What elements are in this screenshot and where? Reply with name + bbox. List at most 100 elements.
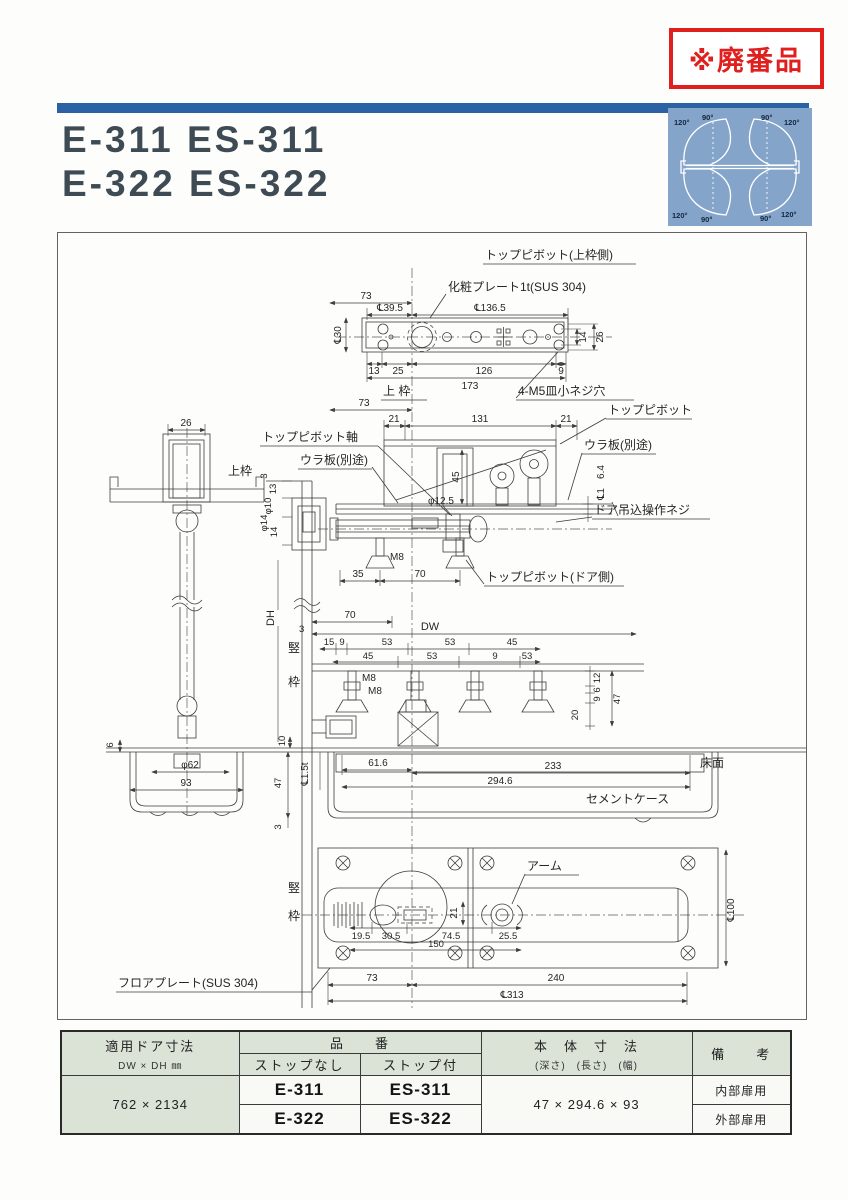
- dim-53-b: 53: [445, 637, 456, 648]
- top-frame-label: 上枠: [228, 464, 252, 478]
- discontinued-badge-text: ※廃番品: [688, 46, 804, 76]
- dim-21: 21: [449, 907, 460, 919]
- angle-label: 120°: [674, 118, 690, 127]
- dim-73: 73: [358, 398, 370, 409]
- door-swing-diagram: 120° 90° 90° 120° 120° 90° 90° 120°: [668, 108, 812, 226]
- dim-9: 9: [558, 366, 564, 377]
- spring-coil: [333, 902, 363, 928]
- header-with-stop: ストップ付: [359, 1053, 482, 1076]
- angle-label: 120°: [672, 211, 688, 220]
- swing-diagram-bg: [668, 108, 812, 226]
- dim-53-c: 53: [427, 651, 438, 662]
- dim-39-5: ℄39.5: [376, 303, 403, 314]
- door-screw-callout: ドア吊込操作ネジ: [594, 502, 690, 517]
- centerlines: [186, 268, 745, 1008]
- dim-cl1: ℄1: [596, 488, 607, 501]
- accent-bar: [57, 103, 809, 113]
- dim-126: 126: [476, 366, 493, 377]
- pivot-shaft-callout: トップピボット軸: [262, 430, 358, 444]
- dim-phi10: φ10: [263, 498, 274, 515]
- body-size-sub-label: (深さ) (長さ) (幅): [535, 1060, 638, 1072]
- dim-26: 26: [180, 418, 192, 429]
- jamb-label-tate: 竪: [288, 881, 300, 895]
- discontinued-badge: ※廃番品: [668, 28, 824, 89]
- dim-cl15t: ℄1.5t: [300, 762, 311, 786]
- dim-70: 70: [344, 610, 356, 621]
- dim-9-right: 9: [592, 696, 603, 701]
- dim-25: 25: [392, 366, 404, 377]
- dim-15: 15: [324, 637, 335, 648]
- dw-label: DW: [421, 621, 440, 633]
- dim-47: 47: [273, 778, 284, 789]
- drawing-border: [57, 232, 807, 1020]
- dim-phi62: φ62: [181, 760, 199, 771]
- dim-cl313: ℄313: [499, 990, 524, 1001]
- top-frame-label: 上 枠: [383, 384, 410, 398]
- dim-3: 3: [273, 824, 284, 829]
- dim-14: 14: [578, 331, 589, 343]
- dim-240: 240: [548, 973, 565, 984]
- remark-cell: 内部扉用: [691, 1075, 792, 1105]
- top-pivot-callout: トップピボット: [608, 403, 692, 417]
- swing-arcs: [680, 118, 800, 216]
- dim-6: 6: [105, 742, 116, 747]
- header-product-no: 品 番: [238, 1030, 482, 1054]
- title-line-2: E-322 ES-322: [62, 163, 331, 204]
- cement-case-label: セメントケース: [586, 792, 669, 806]
- door-size-value: 762 × 2134: [60, 1075, 240, 1135]
- dim-53-a: 53: [382, 637, 393, 648]
- dim-3: 3: [299, 624, 304, 635]
- dim-74-5: 74.5: [442, 931, 461, 942]
- top-view-holes: [377, 322, 565, 352]
- angle-label: 90°: [701, 215, 712, 224]
- dim-30-5: 30.5: [382, 931, 401, 942]
- screw-holes-callout: 4-M5皿小ネジ穴: [518, 383, 605, 398]
- header-remarks: 備 考: [691, 1030, 792, 1076]
- arm-callout: アーム: [527, 859, 562, 873]
- dim-12: 12: [592, 673, 603, 684]
- dim-6: 6: [592, 687, 603, 692]
- floor-plate-callout: フロアプレート(SUS 304): [118, 976, 258, 990]
- angle-label: 90°: [761, 113, 772, 122]
- dim-53-d: 9: [492, 651, 497, 662]
- bottom-view: 21 アーム ℄100 19.5 30.5 74.5 25.5 150 竪 枠 …: [116, 847, 737, 1005]
- dim-45-bot: 45: [363, 651, 374, 662]
- m8-label-b: M8: [368, 686, 382, 697]
- cover-plate-callout: 化粧プレート1t(SUS 304): [448, 280, 586, 294]
- side-view: 26 上枠 φ62 93 6: [105, 418, 265, 816]
- dim-70: 70: [414, 569, 426, 580]
- dim-93: 93: [180, 778, 192, 789]
- plate-screws: [335, 855, 696, 961]
- body-size-label: 本 体 寸 法: [534, 1038, 640, 1054]
- dim-136-5: ℄136.5: [473, 303, 506, 314]
- angle-label: 120°: [784, 118, 800, 127]
- dim-25-5: 25.5: [499, 931, 518, 942]
- mid-view: DH 3 70 DW 15 9 53 53 45 45 53 9 53 竪 枠: [265, 560, 644, 749]
- dim-73: 73: [366, 973, 378, 984]
- dh-label: DH: [265, 610, 277, 626]
- page-title: E-311 ES-311 E-322 ES-322: [62, 118, 330, 206]
- dim-233: 233: [545, 761, 562, 772]
- dim-35: 35: [352, 569, 364, 580]
- model-with-stop: ES-322: [359, 1104, 482, 1135]
- dim-30: ℄30: [333, 326, 344, 345]
- dim-10: 10: [277, 736, 288, 747]
- model-no-stop: E-322: [238, 1104, 361, 1135]
- dim-19-5: 19.5: [352, 931, 371, 942]
- top-pivot-frame-callout: トップピボット(上枠側): [485, 248, 613, 262]
- top-pivot-door-callout: トップピボット(ドア側): [486, 570, 614, 584]
- dim-13: 13: [368, 366, 380, 377]
- dim-45-housing: 45: [451, 471, 462, 483]
- dim-73: 73: [360, 291, 372, 302]
- dim-26: 26: [595, 331, 606, 343]
- table-row: 762 × 2134 E-311 ES-311 47 × 294.6 × 93 …: [60, 1075, 792, 1135]
- jamb-label-tate: 竪: [288, 641, 300, 655]
- dim-21-right: 21: [560, 414, 572, 425]
- angle-label: 90°: [702, 113, 713, 122]
- dim-45-top: 45: [507, 637, 518, 648]
- dim-47: 47: [612, 694, 623, 705]
- top-view: トップピボット(上枠側) 化粧プレート1t(SUS 304) 73: [329, 248, 636, 401]
- dim-cl100: ℄100: [726, 898, 737, 923]
